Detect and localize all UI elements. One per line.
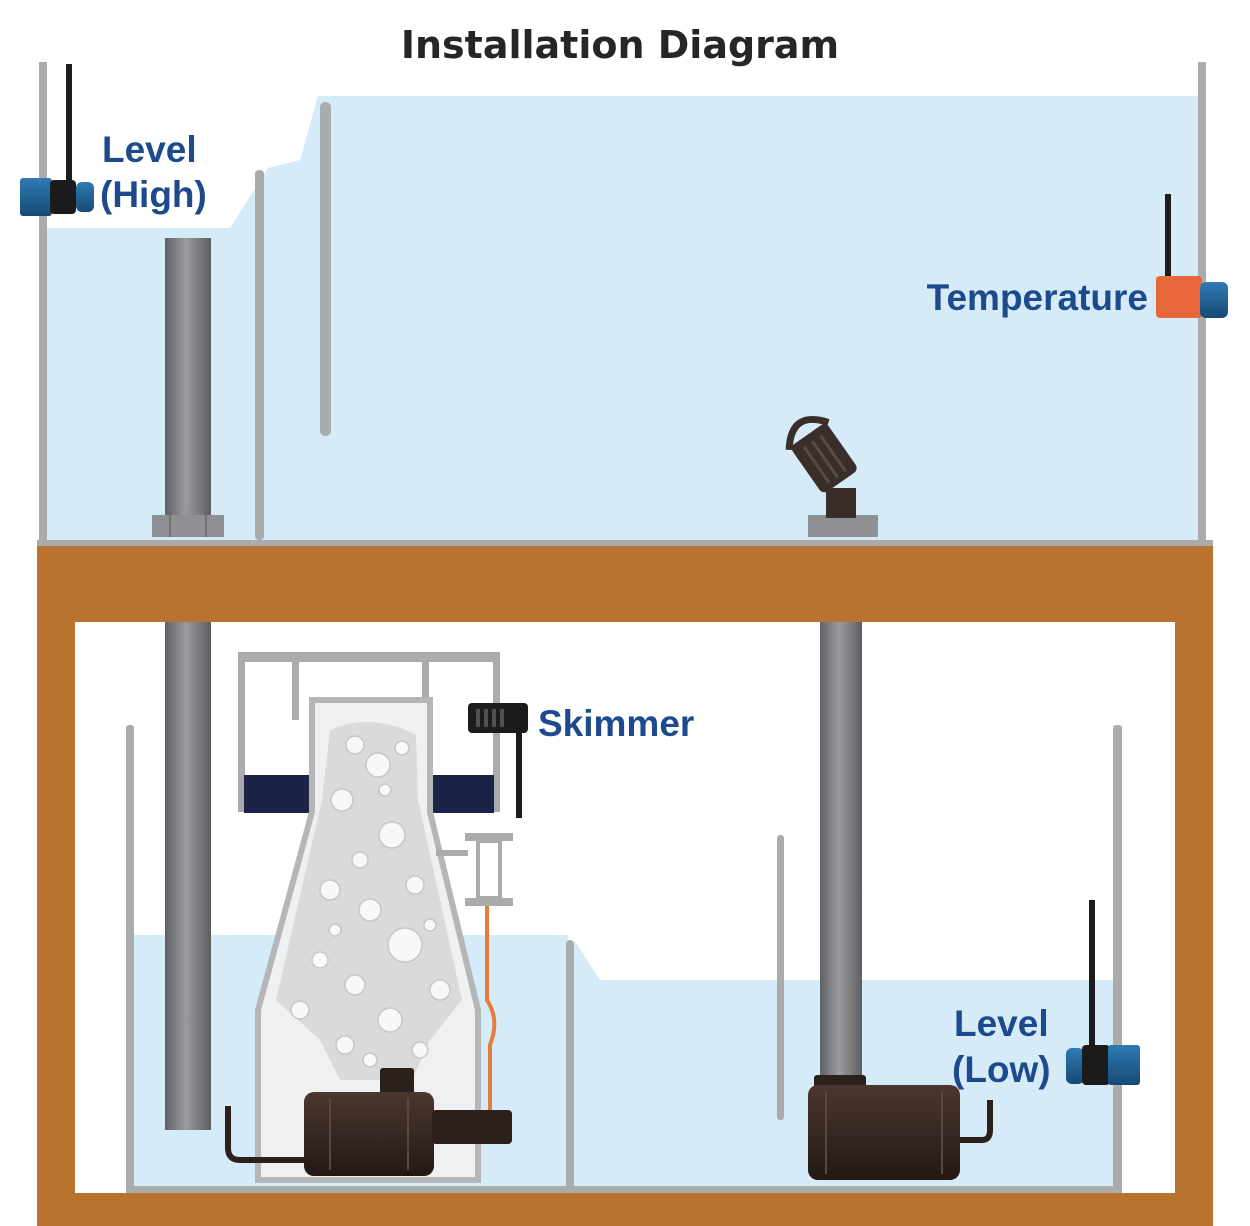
skimmer-label: Skimmer xyxy=(538,703,694,744)
stand-right-leg xyxy=(1175,544,1213,1226)
level-low-label-line2: (Low) xyxy=(952,1049,1051,1090)
level-low-sensor-icon xyxy=(1066,900,1140,1085)
diagram-title: Installation Diagram xyxy=(401,23,839,67)
skimmer-controller-icon xyxy=(468,703,528,818)
drain-pipe-upper xyxy=(165,238,211,518)
tank-left-wall xyxy=(39,62,47,542)
level-high-label-line1: Level xyxy=(102,129,197,170)
return-bulkhead xyxy=(808,515,878,537)
sump-right-wall xyxy=(1113,725,1122,1192)
return-pump-icon xyxy=(808,1075,993,1180)
cabinet-stand xyxy=(37,540,1213,1226)
drain-bulkhead xyxy=(152,515,224,537)
return-nozzle-icon xyxy=(785,415,857,518)
stand-bottom xyxy=(37,1193,1213,1226)
overflow-baffle xyxy=(320,102,331,436)
skimmer-pump-icon xyxy=(225,1068,512,1176)
display-tank-water xyxy=(46,96,1198,540)
sump-baffle-1 xyxy=(566,940,574,1190)
temperature-label: Temperature xyxy=(927,277,1148,318)
sump-left-wall xyxy=(126,725,134,1192)
level-low-label-line1: Level xyxy=(954,1003,1049,1044)
foam-bubbles xyxy=(290,735,451,1068)
sump-floor xyxy=(126,1186,1122,1193)
stand-left-leg xyxy=(37,544,75,1226)
protein-skimmer xyxy=(238,652,513,1183)
return-pipe xyxy=(820,622,862,1082)
temperature-sensor-icon xyxy=(1156,194,1228,318)
level-high-sensor-icon xyxy=(20,64,94,216)
sump-baffle-2 xyxy=(777,835,784,1120)
stand-top xyxy=(37,544,1213,622)
overflow-inner-wall xyxy=(255,170,264,540)
level-high-label-line2: (High) xyxy=(100,174,207,215)
drain-pipe-lower xyxy=(165,622,211,1130)
